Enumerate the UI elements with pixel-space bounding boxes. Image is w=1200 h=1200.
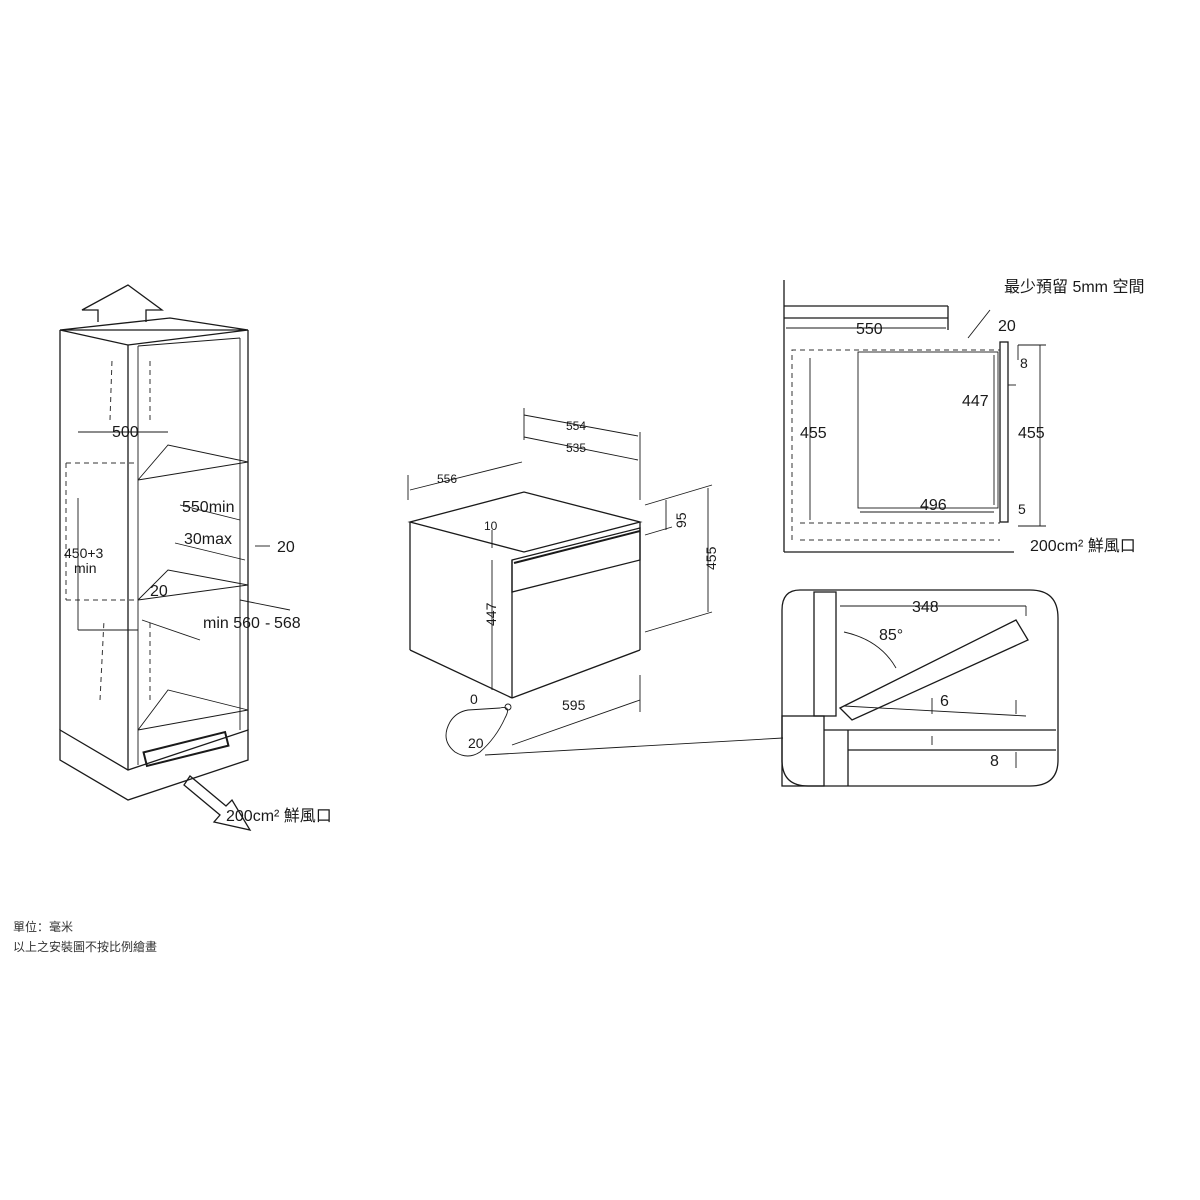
cabinet-dim-opening-dash: -	[265, 615, 270, 632]
oven-dim-body-height: 447	[483, 602, 499, 626]
cabinet-dim-height: 450+3	[64, 545, 104, 561]
side-dim-bottom-width: 496	[920, 497, 947, 514]
vent-arrow-icon	[183, 775, 252, 831]
oven-dim-body-depth: 535	[566, 441, 586, 455]
scale-note: 以上之安裝圖不按比例繪畫	[13, 940, 158, 954]
unit-note: 單位：毫米	[13, 920, 74, 934]
door-detail-frame	[781, 589, 1059, 787]
side-view-vent-label: 200cm² 鮮風口	[1030, 537, 1136, 555]
cabinet-vent-label: 200cm² 鮮風口	[226, 807, 332, 825]
oven-dim-side-depth: 556	[437, 472, 457, 486]
cabinet-dim-opening: min 560	[203, 615, 260, 632]
cabinet-dim-width: 500	[112, 424, 139, 441]
oven-drawing: 554 535 556 10 95 455 447 595 0 20	[407, 408, 784, 757]
cabinet-dim-depth: 550min	[182, 499, 234, 516]
side-view-title: 最少預留 5mm 空間	[1004, 278, 1144, 296]
side-dim-bottom: 5	[1018, 501, 1026, 517]
oven-dim-total-height: 455	[703, 546, 719, 570]
oven-top	[407, 491, 643, 553]
oven-dim-front: 20	[468, 735, 484, 751]
door-dim-gap: 6	[940, 693, 949, 710]
side-dim-depth: 550	[856, 321, 883, 338]
cabinet-dim-height-min: min	[74, 560, 97, 576]
cabinet-dim-gap: 30max	[184, 531, 232, 548]
door-dim-length: 348	[912, 599, 939, 616]
airflow-up-arrow-icon	[81, 284, 164, 322]
cabinet-dim-opening-max: 568	[274, 615, 301, 632]
cabinet-drawing: 500 550min 30max 20 450+3 min 20 min 560…	[59, 284, 332, 831]
door-panel	[838, 619, 1029, 721]
oven-control-panel	[511, 527, 641, 593]
oven-dim-gap-top: 10	[484, 519, 498, 533]
side-dim-gap: 20	[998, 318, 1016, 335]
side-dim-right-height: 455	[1018, 425, 1045, 442]
cabinet-dim-side: 20	[277, 539, 295, 556]
oven-dim-width: 595	[562, 697, 586, 713]
side-view-drawing: 最少預留 5mm 空間 550 20 8 447 455 455 496 5 2…	[783, 278, 1144, 555]
oven-dim-zero: 0	[470, 691, 478, 707]
cabinet-dim-back: 20	[150, 583, 168, 600]
door-detail-drawing: 348 85° 6 8	[781, 589, 1059, 787]
cabinet-top	[59, 317, 249, 331]
oven-dim-top-depth: 554	[566, 419, 586, 433]
side-dim-top: 8	[1020, 355, 1028, 371]
door-dim-angle: 85°	[879, 627, 903, 644]
side-dim-inner-height: 447	[962, 393, 989, 410]
side-dim-left-height: 455	[800, 425, 827, 442]
oven-dim-panel: 95	[673, 512, 689, 528]
door-dim-bottom: 8	[990, 753, 999, 770]
